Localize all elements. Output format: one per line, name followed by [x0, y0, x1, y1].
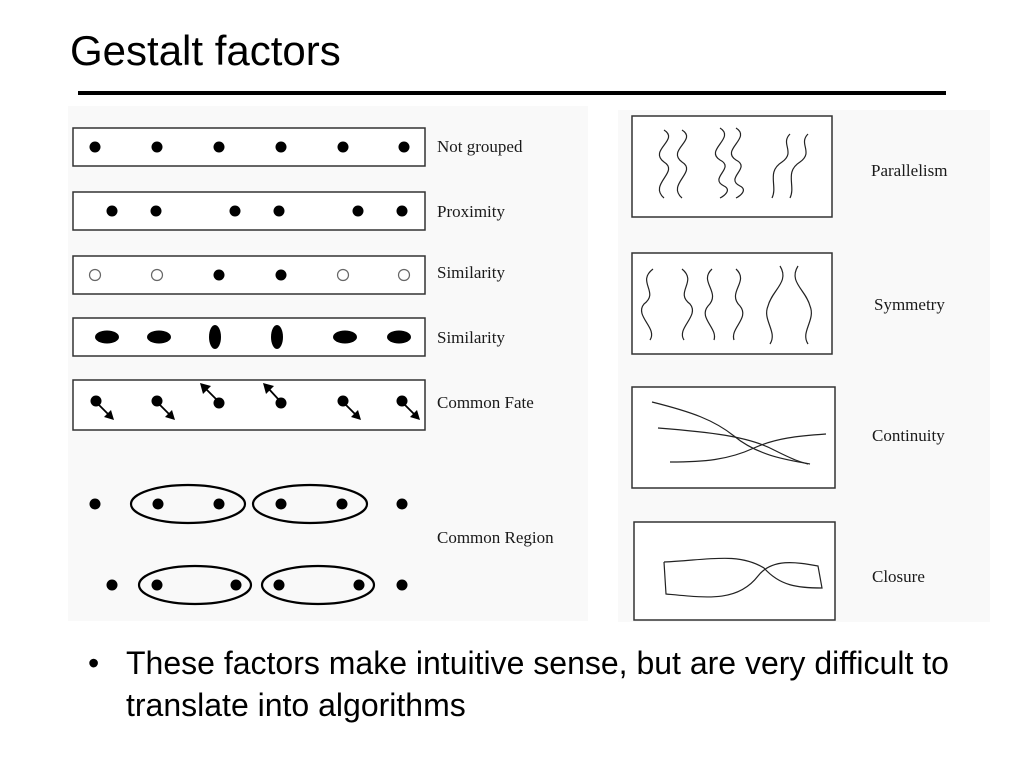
- gestalt-illustration: Not grouped Proximity Similarity: [68, 106, 990, 622]
- label-closure: Closure: [872, 567, 925, 586]
- label-not-grouped: Not grouped: [437, 137, 523, 156]
- common-fate-example: [72, 379, 426, 431]
- label-common-fate: Common Fate: [437, 393, 534, 412]
- bullet-item: • These factors make intuitive sense, bu…: [88, 642, 968, 726]
- title-underline: [78, 91, 946, 95]
- label-similarity-1: Similarity: [437, 263, 506, 282]
- label-symmetry: Symmetry: [874, 295, 945, 314]
- parallelism-example: [631, 115, 833, 218]
- bullet-text: These factors make intuitive sense, but …: [126, 645, 949, 723]
- closure-example: [633, 521, 836, 621]
- similarity-color-example: [72, 255, 426, 295]
- symmetry-example: [631, 252, 833, 355]
- label-parallelism: Parallelism: [871, 161, 947, 180]
- slide-title: Gestalt factors: [70, 27, 341, 74]
- label-common-region: Common Region: [437, 528, 554, 547]
- common-region-example: [89, 483, 408, 606]
- not-grouped-example: [72, 127, 426, 167]
- label-similarity-2: Similarity: [437, 328, 506, 347]
- label-proximity: Proximity: [437, 202, 506, 221]
- label-continuity: Continuity: [872, 426, 945, 445]
- similarity-shape-example: [72, 317, 426, 357]
- gestalt-figure: Not grouped Proximity Similarity: [68, 106, 990, 626]
- continuity-example: [631, 386, 836, 489]
- proximity-example: [72, 191, 426, 231]
- bullet-symbol: •: [88, 645, 100, 681]
